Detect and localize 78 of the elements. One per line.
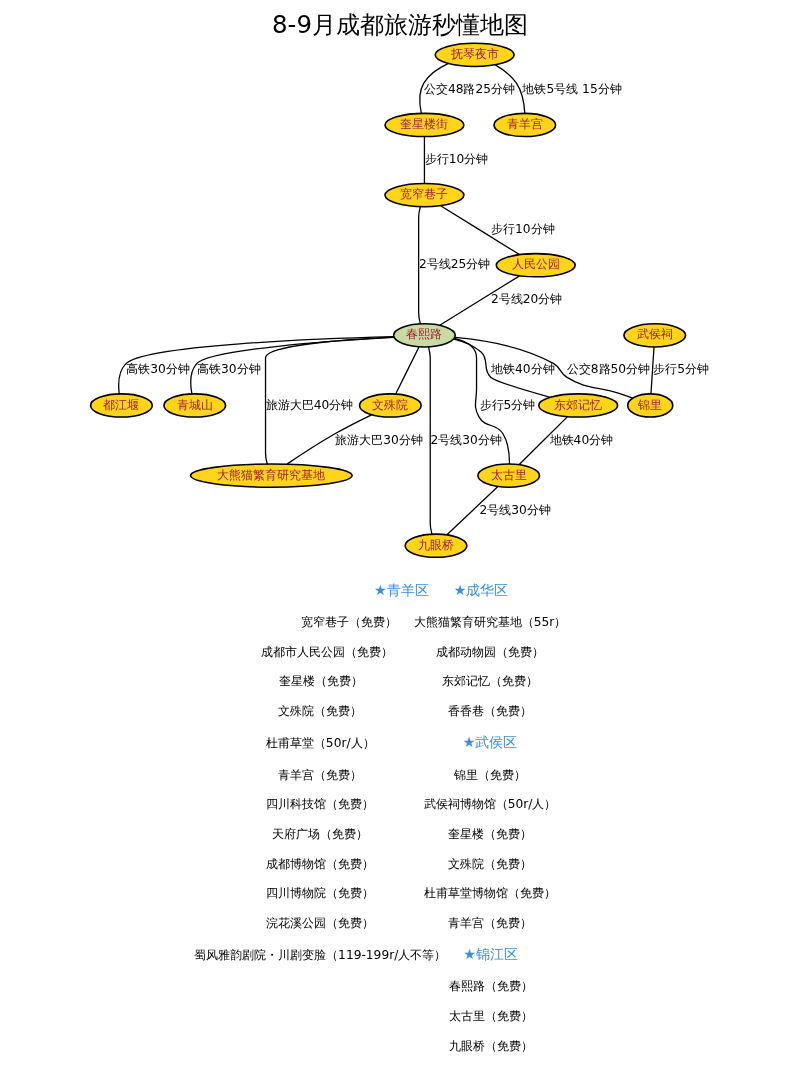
edge-label: 2号线30分钟 (430, 432, 502, 447)
node-ellipse: 宽窄巷子 (384, 182, 465, 208)
label: 奎星楼（免费） (279, 674, 364, 689)
edge-label: 公交48路25分钟 (423, 81, 516, 96)
label: 奎星楼（免费） (448, 826, 533, 841)
edge-label: 步行10分钟 (424, 152, 489, 167)
label: 九眼桥（免费） (448, 1038, 533, 1053)
edge-label: 旅游大巴30分钟 (335, 432, 423, 447)
edge-label: 2号线25分钟 (419, 257, 491, 272)
node-ellipse: 东郊记忆 (537, 393, 619, 418)
connector (650, 346, 655, 395)
connector (518, 416, 568, 466)
node-ellipse: 大熊猫繁育研究基地 (189, 463, 353, 488)
edge-label: 地铁40分钟 (491, 362, 555, 377)
label: 文殊院（免费） (278, 704, 363, 719)
label: 锦里（免费） (454, 767, 527, 782)
edge-label: 公交8路50分钟 (566, 362, 651, 377)
edge-label: 高铁30分钟 (126, 362, 190, 377)
node-ellipse: 奎星楼街 (384, 112, 465, 138)
label: 杜甫草堂（50r/人） (265, 735, 375, 750)
label: 成都动物园（免费） (436, 644, 545, 659)
connector (446, 486, 499, 536)
label: 春熙路（免费） (448, 979, 533, 994)
label: 东郊记忆（免费） (442, 674, 539, 689)
edge-label: 2号线20分钟 (491, 292, 563, 307)
edge-label: 步行5分钟 (653, 362, 710, 377)
node-ellipse: 人民公园 (495, 252, 576, 278)
connector (494, 64, 526, 114)
node-ellipse: 太古里 (477, 463, 541, 488)
label: 四川科技馆（免费） (266, 797, 375, 812)
label: 香香巷（免费） (448, 704, 533, 719)
label: 文殊院（免费） (448, 856, 533, 871)
label: 太古里（免费） (448, 1008, 533, 1023)
label: 四川博物院（免费） (266, 886, 375, 901)
node-ellipse: 青城山 (163, 393, 227, 418)
edge-label: 旅游大巴40分钟 (265, 397, 354, 412)
connector (118, 336, 395, 395)
connector (423, 136, 426, 185)
label: 宽窄巷子（免费） (300, 615, 397, 630)
node-ellipse: 武侯祠 (623, 322, 687, 348)
label: ★武侯区 (462, 734, 518, 751)
diagram-title: 8-9月成都旅游秒懂地图 (272, 10, 528, 40)
label: ★成华区 (453, 582, 509, 598)
node-ellipse: 九眼桥 (404, 533, 468, 559)
edge-label: 地铁40分钟 (549, 432, 614, 447)
edge-label: 步行10分钟 (491, 222, 555, 237)
label: 杜甫草堂博物馆（免费） (424, 886, 557, 901)
node-ellipse: 都江堰 (89, 393, 154, 418)
connector (453, 337, 511, 465)
connector (419, 62, 449, 115)
connector (453, 338, 551, 398)
connector (395, 346, 420, 395)
label: 浣花溪公园（免费） (266, 915, 375, 930)
label: 武侯祠博物馆（50r/人） (423, 797, 557, 812)
connector (439, 205, 521, 256)
node-ellipse: 青羊宫 (493, 112, 557, 138)
label: 大熊猫繁育研究基地（55r） (413, 615, 567, 630)
label: 蜀风雅韵剧院・川剧变脸（119-199r/人不等） (194, 947, 447, 962)
connector (427, 346, 433, 535)
edge-label: 步行5分钟 (479, 397, 536, 412)
node-ellipse: 文殊院 (358, 393, 422, 418)
label: ★青羊区 (373, 582, 429, 598)
connector (454, 336, 634, 399)
node-ellipse: 锦里 (626, 393, 674, 418)
label: 成都博物馆（免费） (266, 856, 375, 871)
edge-label: 地铁5号线 15分钟 (522, 81, 622, 96)
node-ellipse: 春熙路 (392, 322, 457, 348)
label: 青羊宫（免费） (278, 767, 363, 782)
edge-label: 2号线30分钟 (479, 502, 551, 517)
connector (439, 275, 521, 326)
label: ★锦江区 (463, 946, 519, 963)
connector (286, 414, 373, 465)
label: 成都市人民公园（免费） (261, 644, 394, 659)
node-ellipse: 抚琴夜市 (434, 42, 515, 68)
connector (418, 206, 421, 325)
edge-label: 高铁30分钟 (197, 362, 261, 377)
label: 青羊宫（免费） (448, 915, 533, 930)
label: 天府广场（免费） (272, 826, 369, 841)
